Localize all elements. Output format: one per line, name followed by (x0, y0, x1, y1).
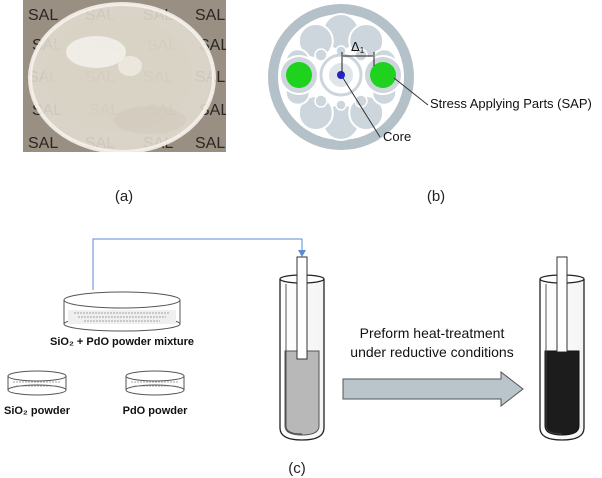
process-label-line1: Preform heat-treatment (360, 325, 505, 341)
filler-rod (314, 94, 328, 108)
delta-label: Δ1 (351, 39, 365, 55)
caption-c: (c) (288, 460, 306, 477)
filler-rod (354, 94, 368, 108)
feed-line (92, 238, 303, 290)
watermark-text: SAL (195, 7, 225, 24)
inner-rod (296, 256, 308, 360)
filler-rod (314, 48, 328, 62)
pdo-dish (125, 370, 185, 396)
sap-core-left (286, 62, 312, 88)
caption-a: (a) (115, 188, 133, 205)
feed-arrowhead-icon (298, 250, 306, 257)
sap-leader-line (393, 77, 429, 106)
process-arrow-icon (342, 370, 524, 408)
core-label: Core (383, 129, 411, 144)
watermark-text: SAL (28, 135, 58, 152)
glass-disc (28, 2, 216, 152)
watermark-text: SAL (28, 7, 58, 24)
filler-rod (335, 99, 347, 111)
process-label-line2: under reductive conditions (350, 344, 513, 360)
sio2-label: SiO₂ powder (4, 405, 71, 417)
mixture-dish (63, 291, 181, 332)
preform-tube-powder (279, 256, 325, 441)
sio2-dish (7, 370, 67, 396)
panel-a-photo: SALSALSALSALSALSALSALSALSALSALSALSALSALS… (23, 0, 226, 152)
caption-b: (b) (427, 188, 445, 205)
filler-rod (354, 48, 368, 62)
panel-b-fiber-cross-section: Δ1 (268, 4, 429, 150)
pdo-label: PdO powder (123, 405, 189, 417)
sap-label: Stress Applying Parts (SAP) (430, 96, 592, 111)
mixture-label: SiO₂ + PdO powder mixture (50, 336, 194, 348)
preform-tube-treated (539, 256, 585, 441)
watermark-text: SAL (195, 135, 225, 152)
inner-rod-treated (556, 256, 568, 353)
core-leader-line (342, 77, 381, 138)
sap-core-right (370, 62, 396, 88)
fiber-core (337, 71, 345, 79)
